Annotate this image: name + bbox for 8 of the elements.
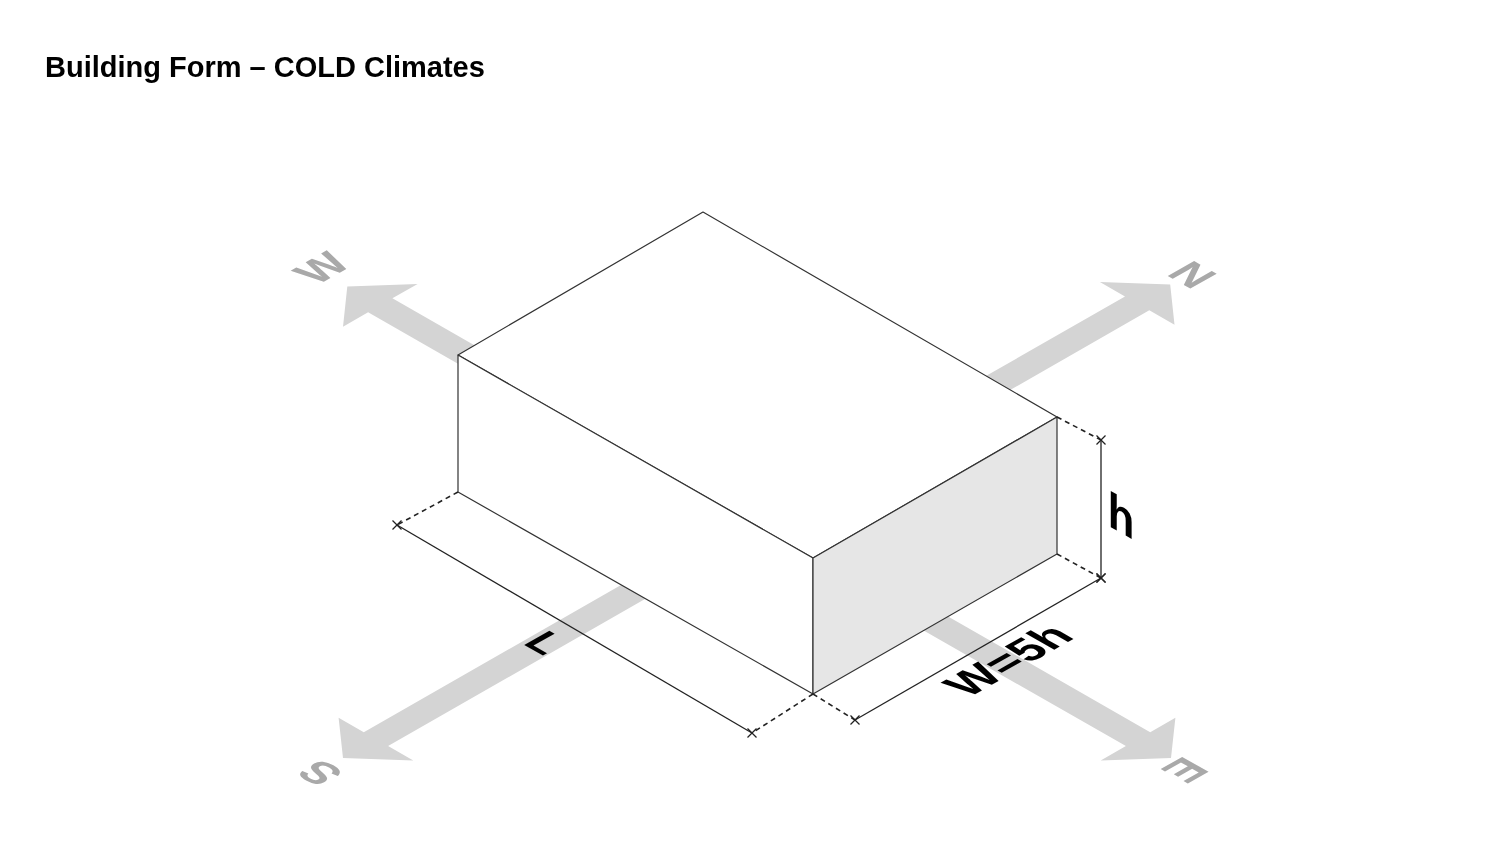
compass-label: S [288,755,352,791]
dimension-label: W=5h [934,618,1082,702]
compass-label: W [284,247,360,289]
dimension-label: h [1107,483,1135,549]
compass-label: N [1159,256,1225,294]
dimension-label: L [515,626,575,660]
title: Building Form – COLD Climates [45,52,485,84]
compass-label: E [1153,752,1217,788]
